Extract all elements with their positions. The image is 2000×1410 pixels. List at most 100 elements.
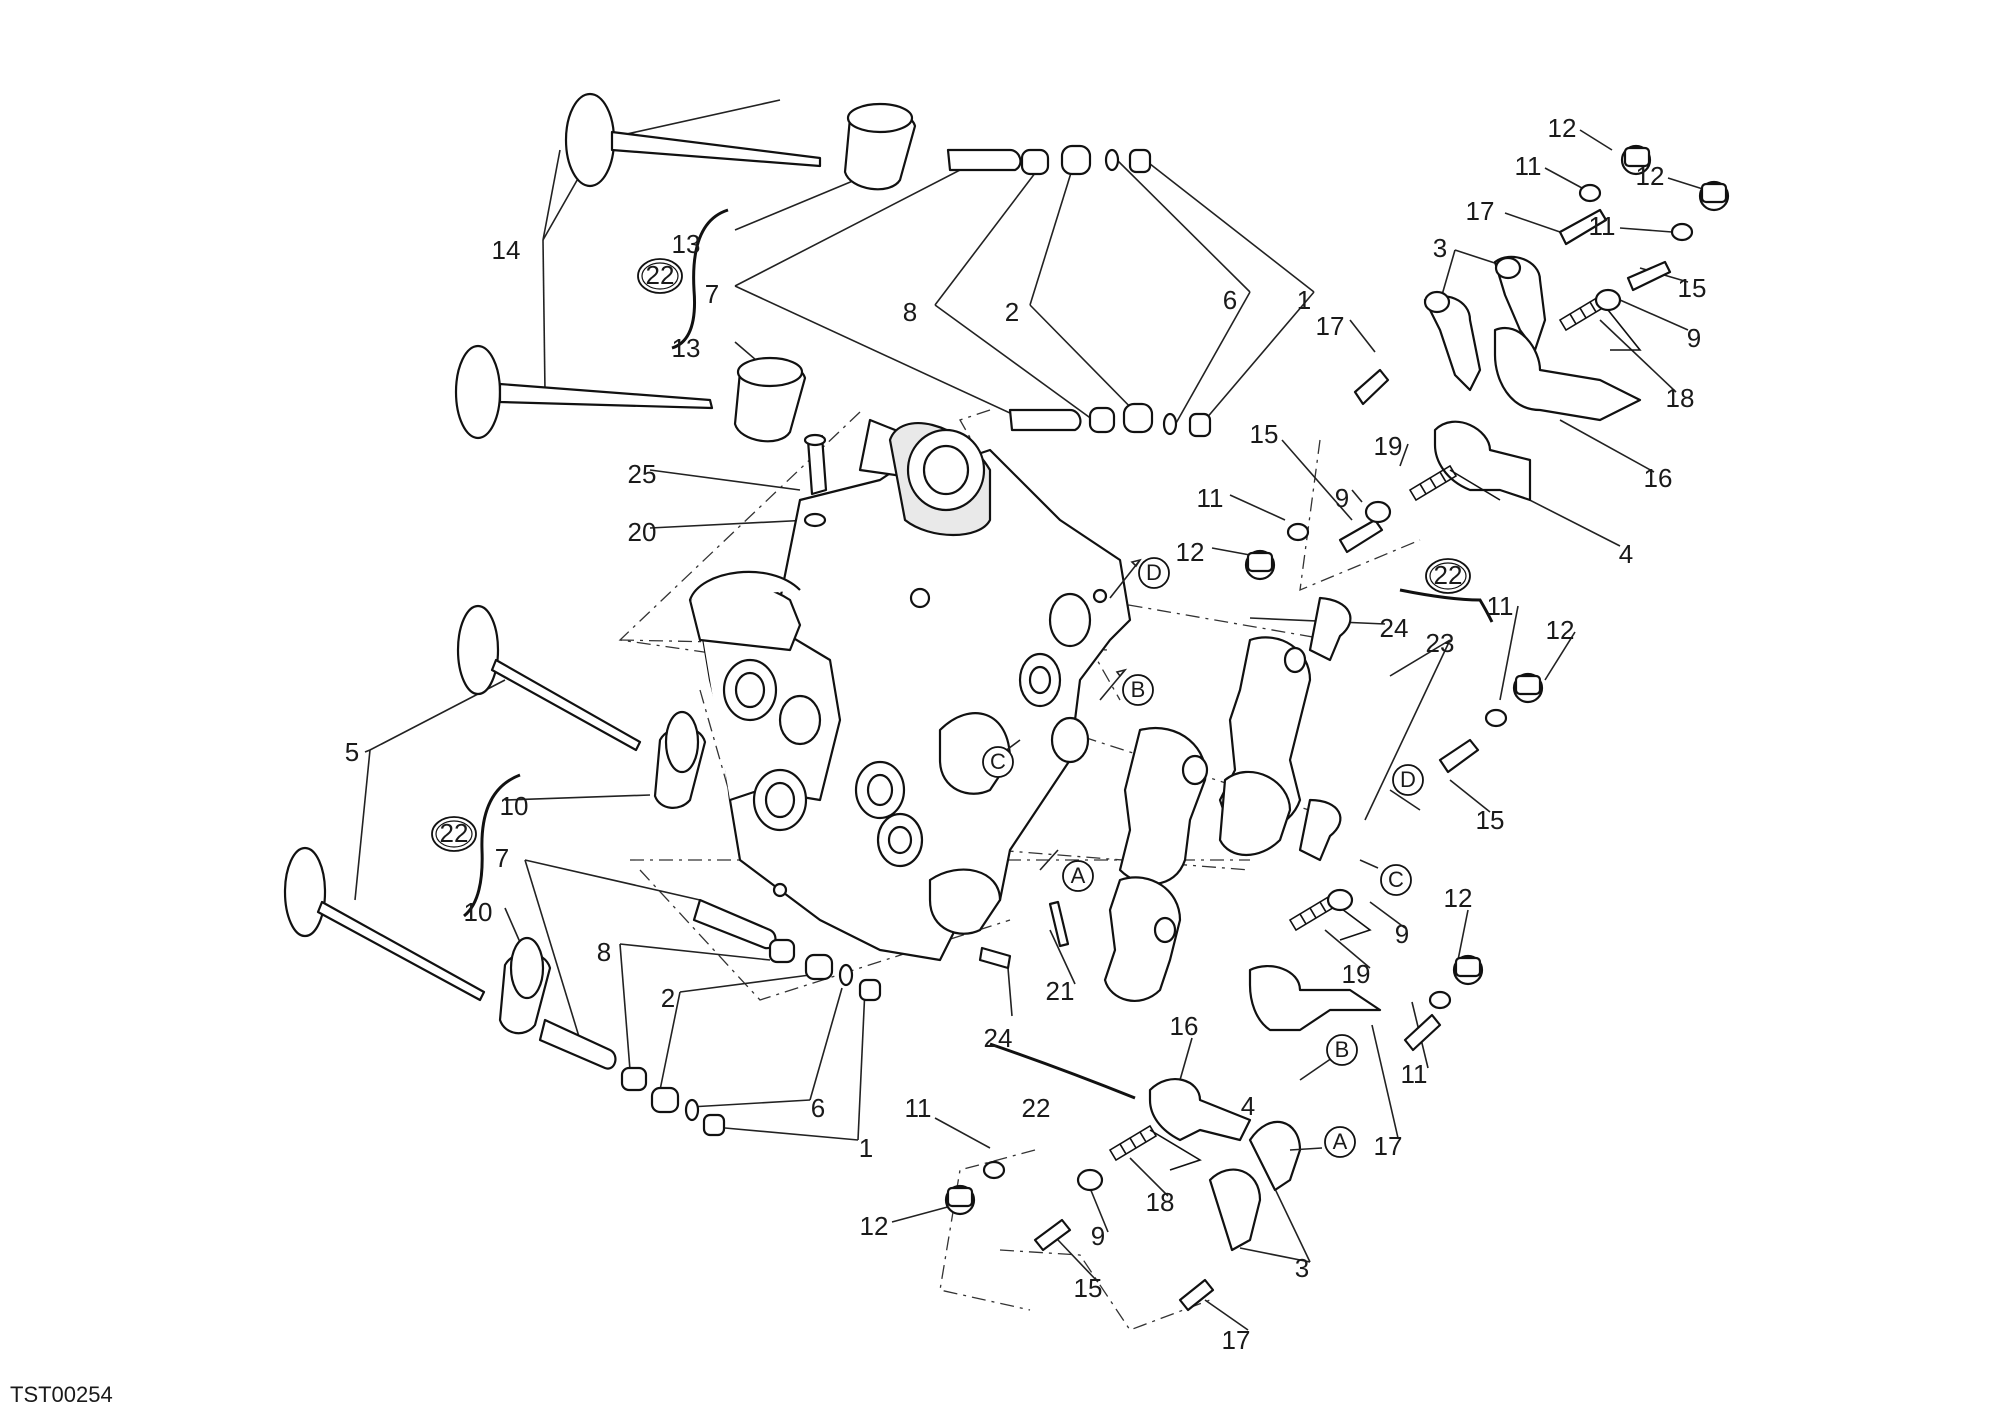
callout-14: 14 [492,235,521,265]
callout-17: 17 [1374,1131,1403,1161]
circled-number-inner-ring [641,262,679,290]
callout-12: 12 [860,1211,889,1241]
ref-mark-letter: B [1131,677,1146,702]
callout-13: 13 [672,333,701,363]
ref-mark-C: C [1380,864,1412,896]
ref-mark-A: A [1062,860,1094,892]
callout-25: 25 [628,459,657,489]
circled-number-text: 22 [440,818,469,848]
ref-mark-circle [1380,864,1412,896]
callout-9: 9 [1687,323,1701,353]
ref-mark-letter: A [1071,863,1086,888]
callout-17: 17 [1316,311,1345,341]
callout-3: 3 [1295,1253,1309,1283]
ref-mark-A: A [1324,1126,1356,1158]
diagram-code: TST00254 [10,1382,113,1407]
ref-mark-letter: C [1388,867,1404,892]
callout-11: 11 [1589,211,1616,241]
callout-10: 10 [464,897,493,927]
circled-number-text: 22 [1434,560,1463,590]
circled-number-inner-ring [1429,562,1467,590]
ref-mark-circle [982,746,1014,778]
callout-12: 12 [1548,113,1577,143]
circled-number-22: 22 [637,258,683,294]
callout-9: 9 [1335,483,1349,513]
callout-2: 2 [661,983,675,1013]
callout-6: 6 [811,1093,825,1123]
callout-15: 15 [1678,273,1707,303]
callout-5: 5 [345,737,359,767]
callout-4: 4 [1241,1091,1255,1121]
callout-13: 13 [672,229,701,259]
valves [283,92,822,1002]
callout-11: 11 [1487,591,1514,621]
callout-15: 15 [1476,805,1505,835]
ref-mark-letter: A [1333,1129,1348,1154]
callout-11: 11 [1197,483,1224,513]
ref-mark-D: D [1392,764,1424,796]
callout-8: 8 [597,937,611,967]
callout-17: 17 [1222,1325,1251,1355]
ref-mark-B: B [1326,1034,1358,1066]
callout-23: 23 [1426,628,1455,658]
callout-17: 17 [1466,196,1495,226]
ref-mark-letter: D [1146,560,1162,585]
callout-22: 22 [1022,1093,1051,1123]
callout-19: 19 [1342,959,1371,989]
callout-11: 11 [905,1093,932,1123]
rocker-assemblies [944,144,1730,1312]
callout-12: 12 [1636,161,1665,191]
callout-1: 1 [1297,285,1311,315]
ref-mark-circle [1122,674,1154,706]
callout-16: 16 [1170,1011,1199,1041]
callout-8: 8 [903,297,917,327]
callout-11: 11 [1515,151,1542,181]
circled-number-22: 22 [431,816,477,852]
callout-19: 19 [1374,431,1403,461]
ref-mark-letter: B [1335,1037,1350,1062]
ref-mark-C: C [982,746,1014,778]
plug-and-washer [803,433,828,528]
callout-24: 24 [984,1023,1013,1053]
callout-6: 6 [1223,285,1237,315]
circled-number-outer-ring [431,816,477,852]
callout-7: 7 [705,279,719,309]
group-brackets [463,208,1494,1100]
ref-mark-letter: C [990,749,1006,774]
ref-mark-circle [1324,1126,1356,1158]
valve-train-small-parts [538,144,1212,1137]
circled-number-outer-ring [1425,558,1471,594]
callout-9: 9 [1395,919,1409,949]
cylinder-head-block [688,418,1132,962]
callout-9: 9 [1091,1221,1105,1251]
circled-number-text: 22 [646,260,675,290]
ref-mark-circle [1326,1034,1358,1066]
callout-12: 12 [1444,883,1473,913]
callout-12: 12 [1546,615,1575,645]
callout-7: 7 [495,843,509,873]
callout-24: 24 [1380,613,1409,643]
callout-18: 18 [1146,1187,1175,1217]
callout-20: 20 [628,517,657,547]
callout-3: 3 [1433,233,1447,263]
circled-number-22: 22 [1425,558,1471,594]
ref-mark-D: D [1138,557,1170,589]
camshaft-caps [1103,636,1312,1002]
ref-mark-B: B [1122,674,1154,706]
callout-11: 11 [1401,1059,1428,1089]
ref-mark-circle [1138,557,1170,589]
circled-group-markers: 22 22 22 [431,258,1471,852]
callout-2: 2 [1005,297,1019,327]
ref-mark-circle [1392,764,1424,796]
circled-number-inner-ring [435,820,473,848]
callout-21: 21 [1046,976,1075,1006]
callout-12: 12 [1176,537,1205,567]
callout-4: 4 [1619,539,1633,569]
ref-mark-circle [1062,860,1094,892]
reference-marks: D B C A D C B A [982,557,1424,1158]
callout-16: 16 [1644,463,1673,493]
valve-seats [498,102,917,1035]
circled-number-outer-ring [637,258,683,294]
